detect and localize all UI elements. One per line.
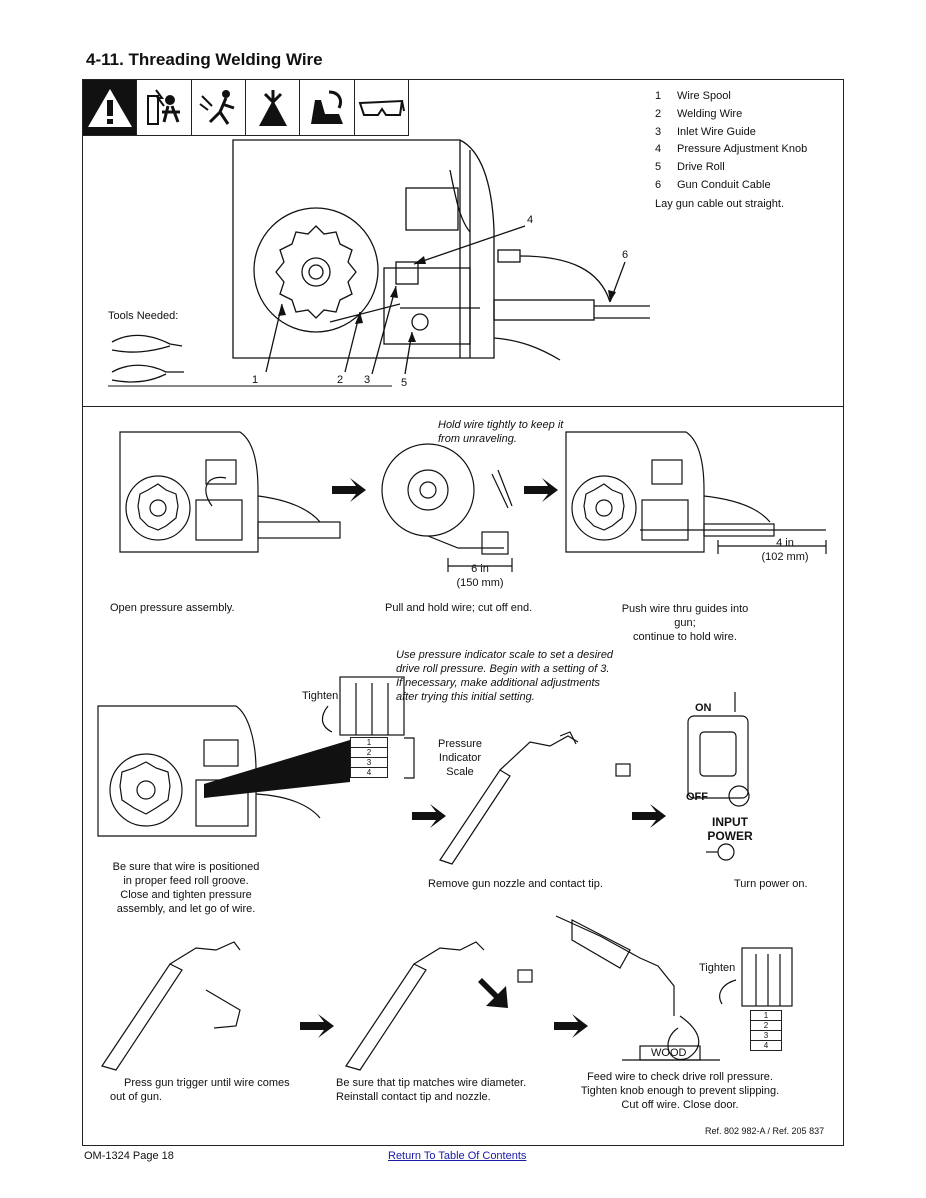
wood-label: WOOD [651, 1047, 687, 1059]
page-number: OM-1324 Page 18 [84, 1150, 174, 1162]
callout-2: 2 [337, 374, 344, 386]
switch-on-label: ON [695, 702, 712, 714]
step3-machine-drawing [565, 431, 827, 554]
electric-shock-icon [137, 80, 192, 135]
pressure-knob-drawing-2 [719, 947, 793, 1007]
callout-3: 3 [364, 374, 371, 386]
step2-spool-drawing [381, 443, 513, 572]
section-divider [82, 406, 844, 407]
figure-frame [82, 79, 844, 1146]
step1-machine-drawing [119, 431, 341, 553]
dimension-6in: 6 in(150 mm) [456, 563, 504, 589]
return-to-toc-link[interactable]: Return To Table Of Contents [388, 1150, 527, 1162]
step2-caption: Pull and hold wire; cut off end. [385, 602, 533, 614]
step8-caption: Be sure that tip matches wire diameter.R… [336, 1077, 527, 1103]
step9-caption: Feed wire to check drive roll pressure.T… [580, 1071, 780, 1111]
zoom-wedge [204, 740, 350, 798]
hand-crush-icon [300, 80, 355, 135]
reference-number: Ref. 802 982-A / Ref. 205 837 [705, 1126, 825, 1136]
step6-caption: Turn power on. [734, 878, 808, 890]
pliers-icon [111, 334, 184, 383]
welding-gun-drawing [101, 731, 720, 1071]
moving-parts-icon [192, 80, 246, 135]
callout-6: 6 [622, 249, 629, 261]
tools-needed-label: Tools Needed: [108, 310, 179, 322]
pressure-note: Use pressure indicator scale to set a de… [396, 649, 614, 703]
step3-caption: Push wire thru guides into gun;continue … [621, 603, 749, 643]
tighten-label: Tighten [302, 690, 339, 702]
warning-icon [83, 80, 138, 135]
power-switch-drawing [687, 692, 750, 861]
callout-1: 1 [252, 374, 259, 386]
arrow-icon [300, 478, 666, 1038]
dimension-4in: 4 in(102 mm) [761, 537, 809, 563]
pressure-knob-drawing [321, 676, 415, 779]
callout-4: 4 [527, 214, 534, 226]
tighten-label-2: Tighten [699, 962, 736, 974]
hazard-strip [82, 79, 409, 136]
safety-glasses-icon [355, 80, 408, 135]
step5-caption: Remove gun nozzle and contact tip. [428, 878, 603, 890]
welder-cutaway-drawing [232, 139, 650, 375]
step1-caption: Open pressure assembly. [110, 602, 235, 614]
page-title: 4-11. Threading Welding Wire [86, 50, 323, 69]
legend-note: Lay gun cable out straight. [655, 197, 785, 210]
pinch-point-icon [246, 80, 301, 135]
switch-off-label: OFF [686, 791, 708, 803]
callout-5: 5 [401, 377, 408, 389]
